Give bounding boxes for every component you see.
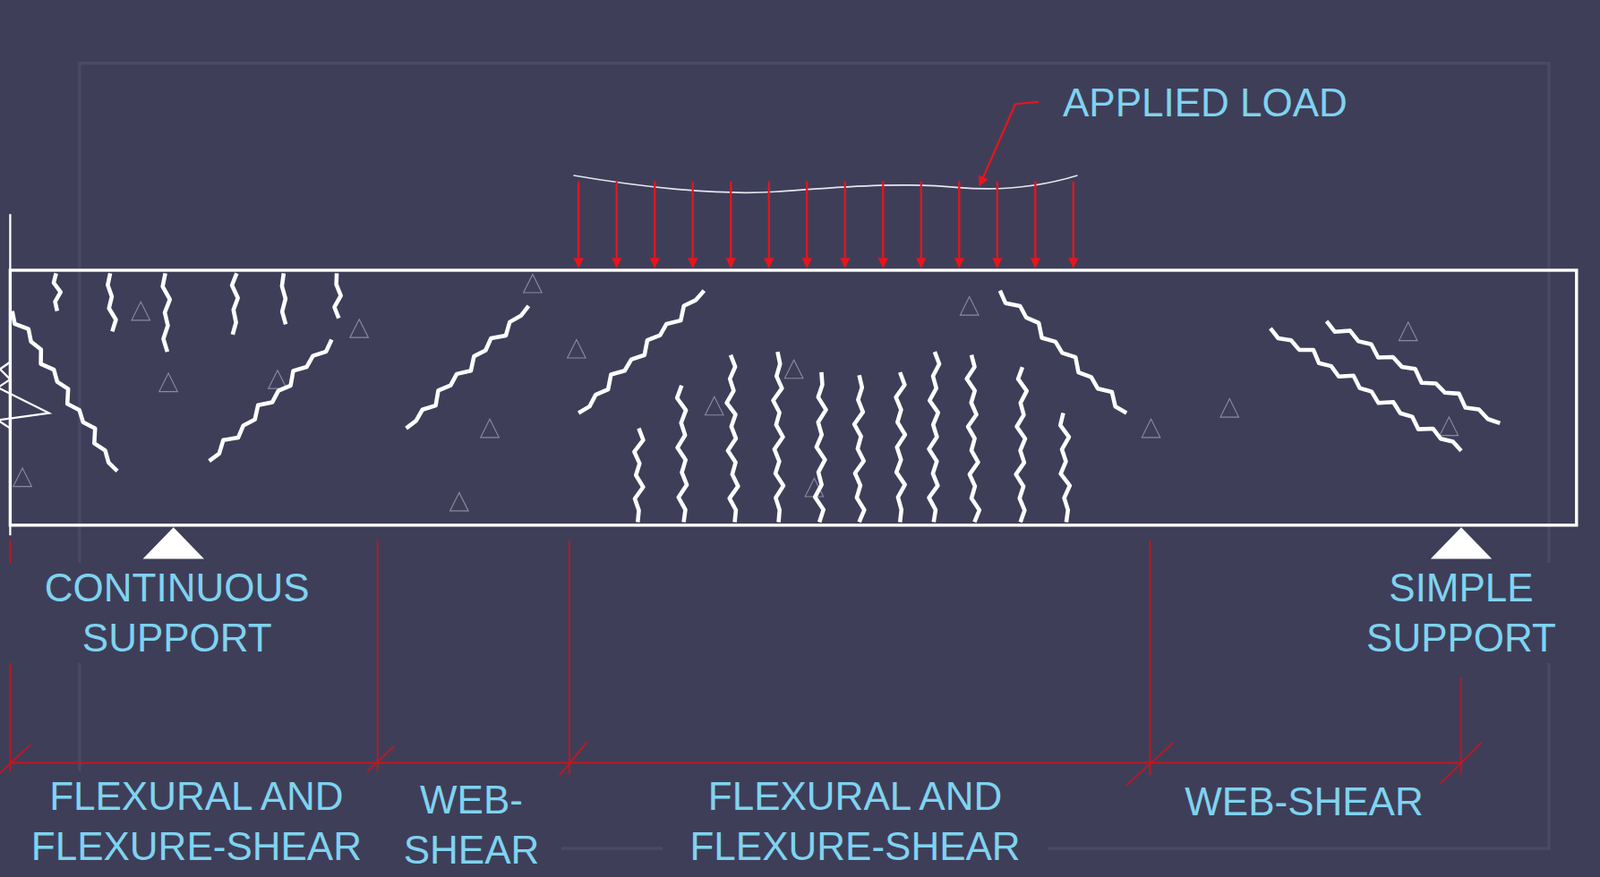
aggregate-mark <box>567 339 587 359</box>
aggregate-mark <box>784 359 804 379</box>
load-arrow <box>1034 181 1036 268</box>
crack-line <box>53 273 61 311</box>
crack-line <box>578 290 704 414</box>
aggregate-mark <box>480 419 500 438</box>
crack-line <box>231 273 239 334</box>
crack-line <box>162 273 171 352</box>
load-arrow <box>692 181 694 268</box>
aggregate-mark <box>705 396 725 416</box>
crack-line <box>1060 413 1070 523</box>
crack-line <box>1016 367 1027 522</box>
crack-line <box>966 355 980 523</box>
load-arrow <box>1072 181 1075 268</box>
crack-line <box>814 372 826 523</box>
load-arrow <box>653 181 656 268</box>
aggregate-mark <box>1141 419 1161 438</box>
crack-line <box>1326 321 1501 424</box>
aggregate-mark <box>959 297 979 317</box>
aggregate-mark <box>350 319 369 339</box>
load-arrow <box>729 181 732 268</box>
region-label: FLEXURAL AND FLEXURE-SHEAR <box>662 771 1049 873</box>
load-arrow <box>996 181 999 268</box>
load-arrow <box>616 181 618 268</box>
region-label: APPLIED LOAD <box>1059 77 1352 129</box>
crack-line <box>773 351 785 522</box>
crack-line <box>333 273 341 318</box>
crack-line <box>854 375 865 522</box>
crack-line <box>896 372 906 523</box>
aggregate-mark <box>523 274 543 294</box>
region-label: SIMPLE SUPPORT <box>1343 563 1579 664</box>
crack-line <box>1270 328 1462 452</box>
aggregate-mark <box>450 492 470 512</box>
crack-line <box>209 339 333 462</box>
load-arrow <box>805 181 808 268</box>
load-arrow <box>768 181 771 268</box>
aggregate-marks <box>13 274 1459 512</box>
dimension-lines <box>0 540 1482 786</box>
crack-line <box>107 273 116 332</box>
region-label: FLEXURAL AND FLEXURE-SHEAR <box>3 771 390 873</box>
break-line <box>0 213 50 536</box>
region-label: WEB-SHEAR <box>1180 777 1427 828</box>
crack-line <box>12 311 118 472</box>
aggregate-mark <box>1220 399 1240 419</box>
aggregate-mark <box>1398 322 1418 342</box>
crack-line <box>633 428 643 523</box>
cracks <box>12 273 1501 522</box>
load-arrow <box>577 181 580 268</box>
crack-line <box>727 355 739 523</box>
crack-line <box>676 385 687 523</box>
load-arrow <box>958 181 960 268</box>
aggregate-mark <box>268 370 288 390</box>
load-curve <box>573 175 1078 193</box>
beam-outline <box>9 270 1576 526</box>
aggregate-mark <box>13 468 33 488</box>
support-symbol <box>143 527 205 559</box>
crack-line <box>1000 290 1127 414</box>
load-arrows <box>578 181 1074 268</box>
aggregate-mark <box>131 301 151 321</box>
crack-line <box>282 273 286 325</box>
support-symbol <box>1430 527 1492 559</box>
load-arrow <box>844 181 847 268</box>
load-arrow <box>881 181 884 268</box>
aggregate-mark <box>1439 417 1459 437</box>
load-arrow <box>920 181 923 268</box>
crack-line <box>929 351 941 522</box>
region-label: WEB- SHEAR <box>381 775 562 876</box>
leader-line <box>979 102 1039 186</box>
frame <box>79 63 1549 849</box>
crack-line <box>406 306 530 429</box>
region-label: CONTINUOUS SUPPORT <box>3 563 351 664</box>
aggregate-mark <box>159 373 179 393</box>
